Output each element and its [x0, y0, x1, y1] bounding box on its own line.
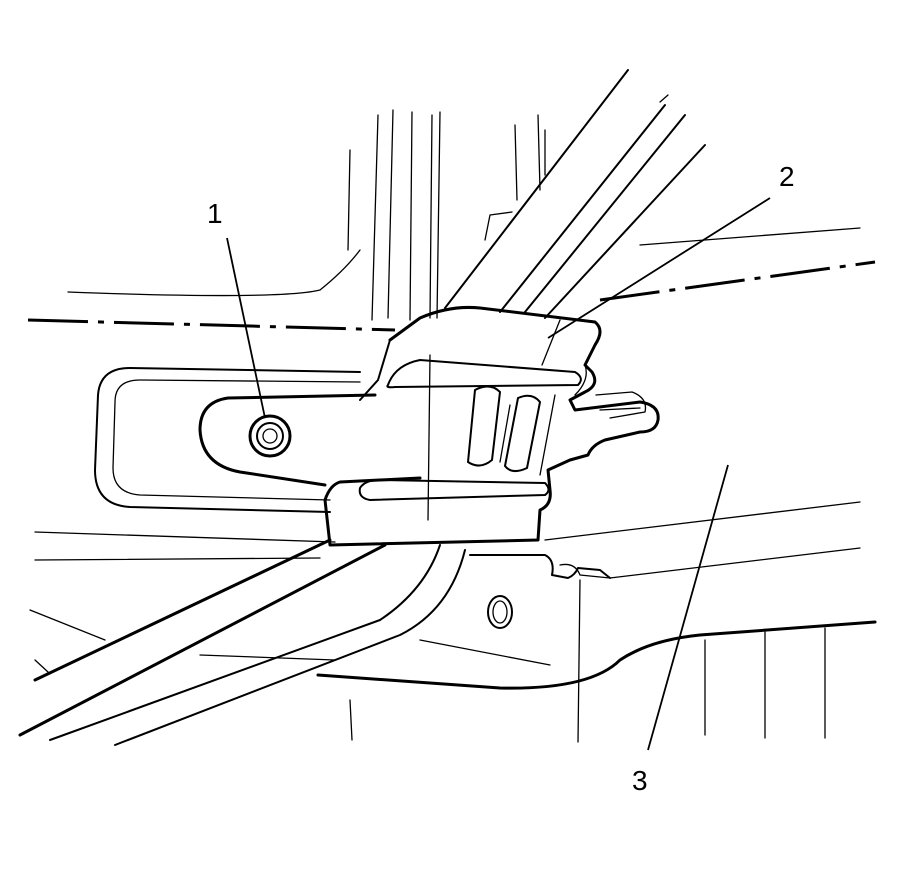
left-body-line [27, 318, 396, 332]
callout-2-leader [547, 197, 771, 339]
pillar-lines [67, 109, 546, 321]
callout-3-leader [647, 464, 729, 751]
bracket-body [323, 306, 660, 547]
upper-right-line [639, 227, 861, 246]
lower-strap [18, 538, 466, 746]
upper-strap [444, 69, 706, 319]
recess-panel-inner [112, 379, 361, 501]
callout-1-label: 1 [207, 198, 223, 229]
callout-1-leader [226, 237, 266, 419]
callout-2-label: 2 [779, 161, 795, 192]
lower-panel [34, 501, 877, 743]
upper-tab [484, 211, 513, 241]
mounting-plate [198, 393, 377, 487]
recess-panel-outer [94, 367, 361, 513]
nut [248, 414, 292, 458]
callout-3-label: 3 [632, 765, 648, 796]
upper-body-line [599, 260, 876, 302]
